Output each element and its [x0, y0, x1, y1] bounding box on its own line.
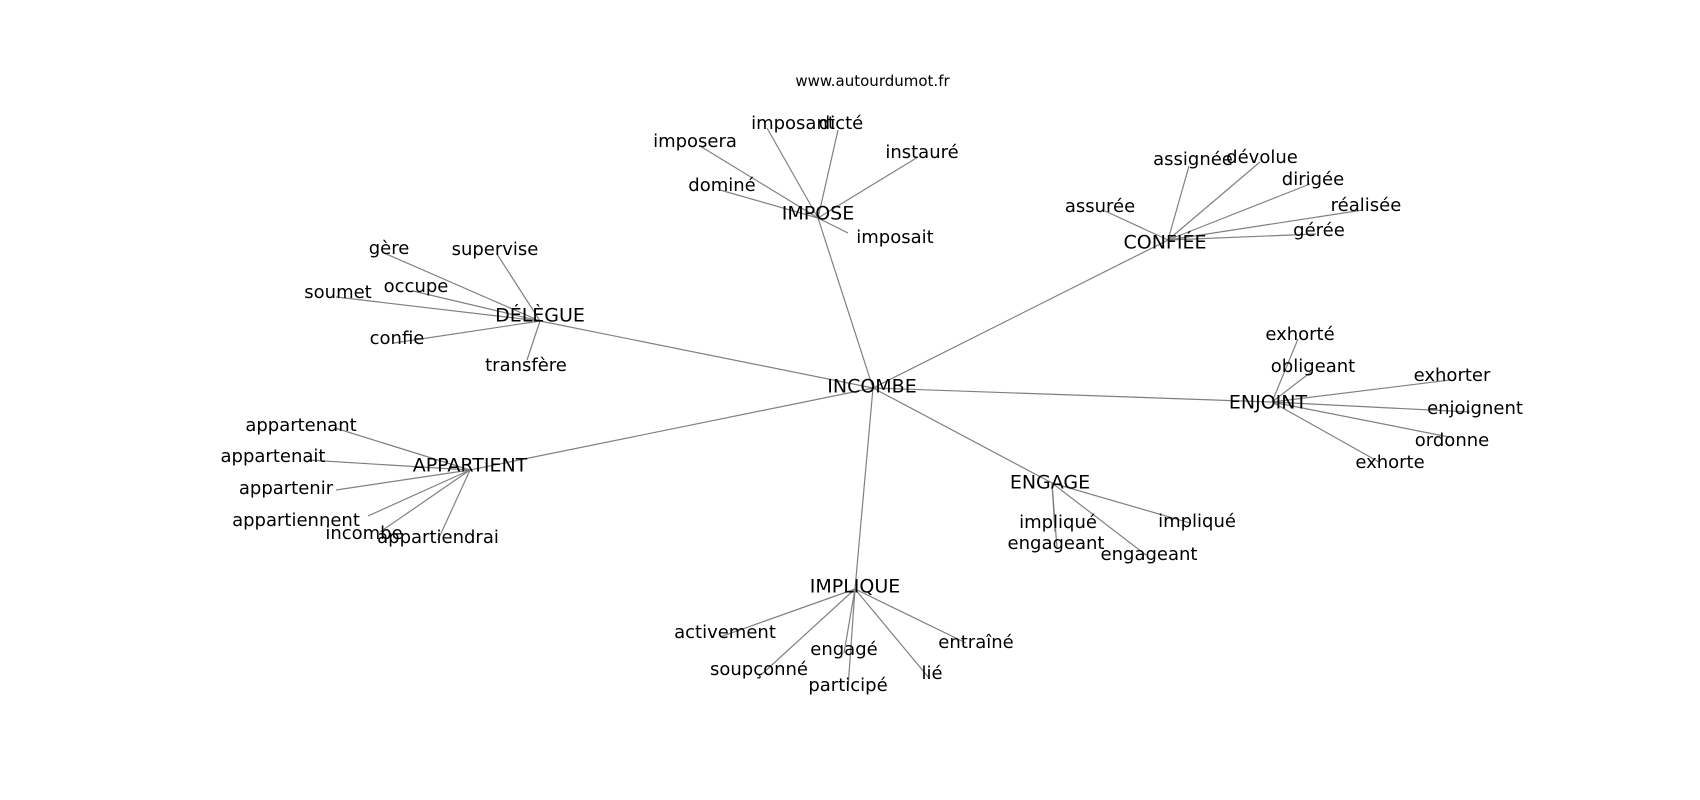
edge-appartient-1 — [307, 459, 471, 471]
word-node[interactable]: enjoignent — [1427, 398, 1523, 419]
word-node[interactable]: entraîné — [938, 632, 1013, 653]
hub-node-enjoint[interactable]: ENJOINT — [1229, 392, 1308, 414]
word-node[interactable]: imposait — [856, 227, 933, 248]
word-node[interactable]: occupe — [384, 276, 449, 297]
hub-node-impose[interactable]: IMPOSE — [782, 203, 854, 225]
word-node[interactable]: impliqué — [1019, 512, 1097, 533]
edge-root-delegue — [539, 320, 874, 389]
hub-node-appartient[interactable]: APPARTIENT — [413, 455, 528, 477]
word-node[interactable]: gérée — [1293, 220, 1345, 241]
edge-enjoint-3 — [1271, 401, 1471, 413]
site-watermark: www.autourdumot.fr — [795, 72, 950, 90]
word-node[interactable]: dominé — [688, 175, 755, 196]
edge-appartient-4 — [379, 469, 471, 533]
edge-engage-1 — [1051, 482, 1191, 524]
word-node[interactable]: appartenait — [221, 446, 326, 467]
edge-impose-4 — [719, 189, 819, 219]
edge-root-implique — [854, 387, 874, 590]
graph-edges — [307, 127, 1471, 689]
hub-node-delegue[interactable]: DÉLÈGUE — [495, 304, 585, 327]
edge-enjoint-5 — [1271, 401, 1380, 463]
edge-delegue-2 — [412, 290, 541, 322]
edge-implique-5 — [854, 588, 930, 679]
word-node[interactable]: soupçonné — [710, 659, 808, 680]
edge-root-confiee — [872, 239, 1169, 389]
word-node[interactable]: dirigée — [1282, 169, 1344, 190]
word-node[interactable]: transfère — [485, 355, 567, 376]
edge-root-enjoint — [872, 387, 1273, 403]
edge-enjoint-4 — [1271, 401, 1450, 438]
word-node[interactable]: impliqué — [1158, 511, 1236, 532]
edge-root-engage — [872, 387, 1053, 484]
word-node[interactable]: assurée — [1065, 196, 1135, 217]
word-node[interactable]: appartenant — [245, 415, 356, 436]
edge-engage-3 — [1051, 482, 1147, 556]
edge-confiee-5 — [1167, 233, 1317, 241]
hub-node-implique[interactable]: IMPLIQUE — [810, 576, 901, 598]
edge-appartient-5 — [437, 469, 471, 541]
word-node[interactable]: ordonne — [1415, 430, 1489, 451]
word-node[interactable]: participé — [808, 675, 887, 696]
word-node[interactable]: confie — [370, 328, 425, 349]
word-node[interactable]: réalisée — [1331, 195, 1402, 216]
word-node[interactable]: engagé — [810, 639, 877, 660]
edge-appartient-2 — [335, 469, 471, 491]
word-node[interactable]: obligeant — [1271, 356, 1355, 377]
edge-impose-1 — [817, 129, 839, 219]
word-node[interactable]: exhorté — [1265, 324, 1334, 345]
edge-delegue-4 — [393, 320, 541, 344]
word-node[interactable]: instauré — [885, 142, 958, 163]
edge-delegue-0 — [383, 252, 541, 322]
word-node[interactable]: appartenir — [239, 478, 334, 499]
edge-enjoint-2 — [1271, 379, 1451, 403]
word-node[interactable]: appartiennent — [232, 510, 360, 531]
edge-impose-2 — [699, 145, 819, 219]
edge-impose-0 — [766, 127, 819, 219]
edge-enjoint-0 — [1271, 338, 1299, 403]
edge-engage-2 — [1051, 482, 1058, 549]
edge-appartient-3 — [367, 469, 471, 517]
edge-confiee-0 — [1167, 165, 1190, 241]
edge-root-appartient — [469, 387, 874, 471]
word-node[interactable]: appartiendrai — [377, 527, 499, 548]
word-node[interactable]: dicté — [819, 113, 863, 134]
word-node[interactable]: incombe — [325, 523, 402, 544]
edge-implique-3 — [761, 588, 856, 675]
edge-delegue-5 — [526, 320, 541, 361]
edge-implique-1 — [843, 588, 856, 654]
word-node[interactable]: engageant — [1101, 544, 1198, 565]
root-node[interactable]: INCOMBE — [827, 376, 916, 398]
word-node[interactable]: imposant — [751, 113, 835, 134]
edge-confiee-3 — [1104, 210, 1169, 241]
word-node[interactable]: supervise — [452, 239, 539, 260]
word-node[interactable]: soumet — [304, 282, 371, 303]
edge-implique-2 — [854, 588, 967, 644]
word-node[interactable]: imposera — [653, 131, 737, 152]
word-node[interactable]: exhorter — [1414, 365, 1491, 386]
edge-confiee-2 — [1167, 183, 1311, 241]
word-node[interactable]: dévolue — [1226, 147, 1298, 168]
edge-confiee-1 — [1167, 161, 1261, 241]
edge-delegue-3 — [335, 296, 541, 322]
word-node[interactable]: activement — [674, 622, 776, 643]
edge-confiee-4 — [1167, 209, 1364, 241]
edge-enjoint-1 — [1271, 371, 1312, 403]
word-node[interactable]: exhorte — [1355, 452, 1424, 473]
edge-delegue-1 — [496, 253, 541, 322]
edge-implique-4 — [847, 588, 856, 689]
edge-appartient-0 — [334, 427, 471, 471]
hub-node-engage[interactable]: ENGAGE — [1010, 472, 1090, 494]
hub-node-confiee[interactable]: CONFIÉE — [1124, 231, 1207, 254]
edge-root-impose — [817, 217, 874, 389]
edge-implique-0 — [719, 588, 856, 638]
word-node[interactable]: engageant — [1008, 533, 1105, 554]
edge-impose-5 — [817, 217, 849, 234]
word-node[interactable]: gère — [369, 238, 410, 259]
word-node[interactable]: assignée — [1153, 149, 1233, 170]
edge-impose-3 — [817, 156, 919, 219]
word-node[interactable]: lié — [921, 663, 942, 684]
